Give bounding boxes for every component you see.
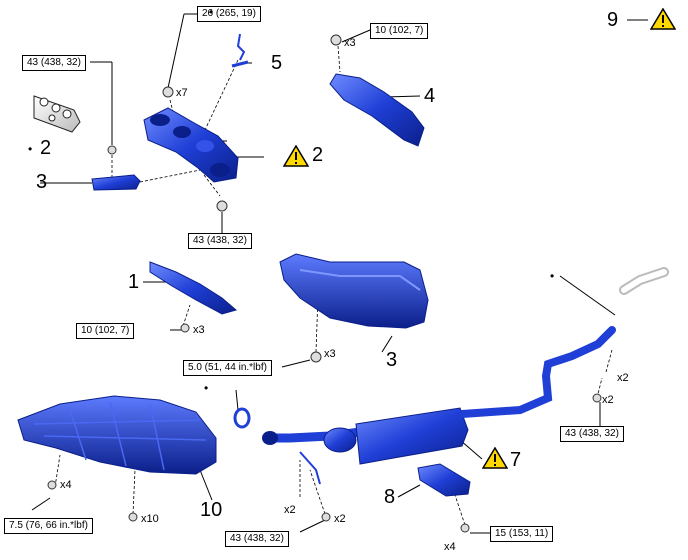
torque-spec: 7.5 (76, 66 in.*lbf) xyxy=(4,518,93,534)
gasket-ring-shape xyxy=(233,407,251,429)
multiplier: x2 xyxy=(602,394,614,406)
bolt-icon xyxy=(460,523,470,533)
torque-spec: 43 (438, 32) xyxy=(225,531,289,547)
multiplier: x3 xyxy=(193,324,205,336)
warning-triangle-icon xyxy=(283,145,309,167)
gasket-outline xyxy=(33,95,81,133)
bolt-icon xyxy=(321,512,331,522)
oxygen-sensor-shape xyxy=(231,33,249,68)
torque-spec: 26 (265, 19) xyxy=(197,6,261,22)
torque-spec: 43 (438, 32) xyxy=(560,426,624,442)
nut-icon xyxy=(330,34,342,46)
callout-1: 1 xyxy=(128,271,140,293)
multiplier: x7 xyxy=(176,87,188,99)
tail-pipe-shape xyxy=(619,267,669,295)
callout-3-stay: 3 xyxy=(36,171,48,193)
torque-spec: 43 (438, 32) xyxy=(22,55,86,71)
multiplier: x3 xyxy=(344,37,356,49)
callout-10: 10 xyxy=(200,499,223,521)
exhaust-manifold-shape xyxy=(143,107,239,183)
exhaust-pipe-assembly-shape xyxy=(262,326,616,485)
lower-heat-insulator-shape xyxy=(279,253,429,329)
nut-icon xyxy=(162,86,174,98)
torque-spec: 5.0 (51, 44 in.*lbf) xyxy=(183,360,272,376)
bolt-icon xyxy=(47,480,57,490)
callout-4: 4 xyxy=(424,85,436,107)
nut-icon xyxy=(216,200,228,212)
pipe-support-bracket-shape xyxy=(417,463,471,497)
upper-heat-insulator-shape xyxy=(329,73,425,147)
multiplier: x2 xyxy=(617,372,629,384)
engine-under-cover-shape xyxy=(17,395,217,475)
torque-spec: 15 (153, 11) xyxy=(490,526,554,542)
manifold-stay-shape xyxy=(91,174,141,191)
torque-spec: 43 (438, 32) xyxy=(188,233,252,249)
bullet: • xyxy=(204,381,209,395)
bullet: • xyxy=(209,5,214,19)
multiplier: x3 xyxy=(324,348,336,360)
callout-2-gasket: 2 xyxy=(40,137,52,159)
bullet: • xyxy=(28,142,33,156)
bullet: • xyxy=(550,269,555,283)
multiplier: x2 xyxy=(334,513,346,525)
torque-spec: 10 (102, 7) xyxy=(76,323,135,339)
multiplier: x4 xyxy=(60,479,72,491)
callout-3-insulator: 3 xyxy=(386,349,398,371)
callout-8: 8 xyxy=(384,486,396,508)
warning-triangle-icon xyxy=(650,8,676,30)
callout-7: 7 xyxy=(510,449,522,471)
callout-2-manifold: 2 xyxy=(312,144,324,166)
warning-triangle-icon xyxy=(482,447,508,469)
bolt-icon xyxy=(128,512,138,522)
nut-icon xyxy=(310,351,322,363)
multiplier: x10 xyxy=(141,513,159,525)
callout-5: 5 xyxy=(271,52,283,74)
multiplier: x2 xyxy=(284,504,296,516)
bolt-icon xyxy=(592,393,602,403)
insulator-1-shape xyxy=(149,261,238,315)
multiplier: x4 xyxy=(444,541,456,553)
bolt-icon xyxy=(107,145,117,155)
torque-spec: 10 (102, 7) xyxy=(370,23,429,39)
callout-9: 9 xyxy=(607,9,619,31)
bolt-icon xyxy=(180,323,190,333)
